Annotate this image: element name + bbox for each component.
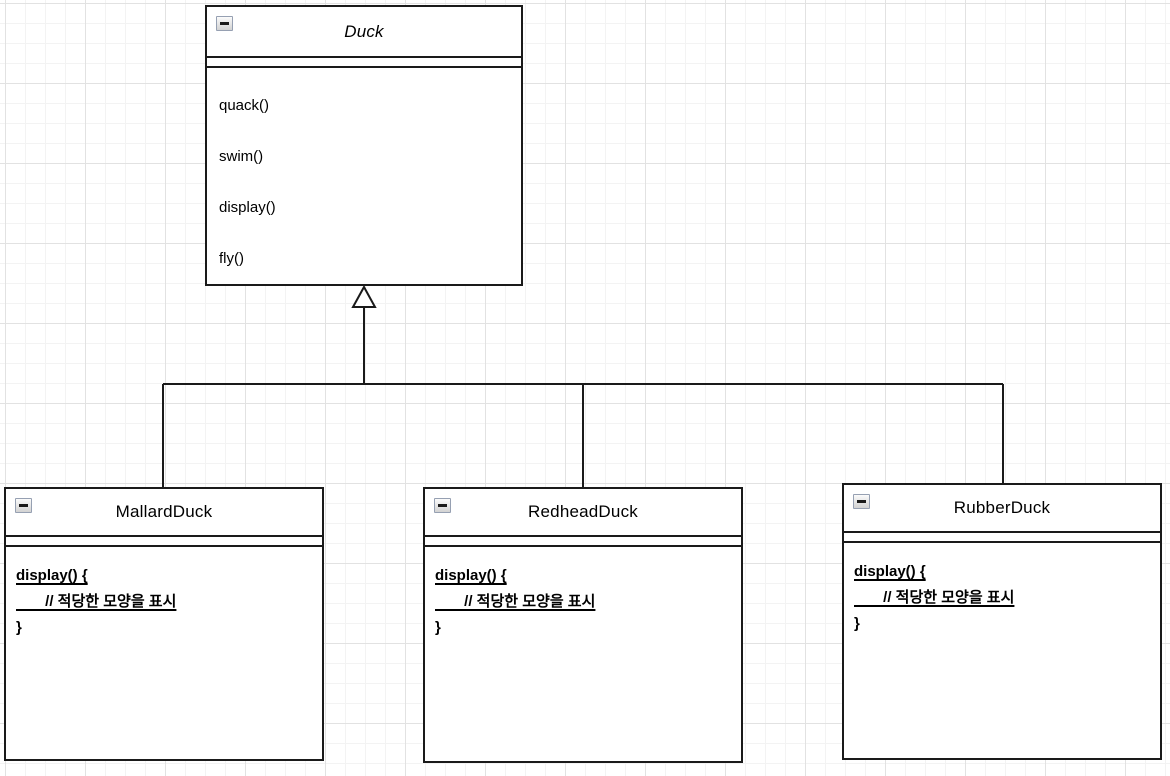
class-name-duck: Duck xyxy=(344,21,384,41)
code-line: } xyxy=(435,619,441,636)
rubberduck-attribute-section xyxy=(844,533,1160,543)
duck-attribute-section xyxy=(207,58,521,68)
collapse-button[interactable] xyxy=(15,498,32,513)
mallardduck-attribute-section xyxy=(6,537,322,547)
minus-icon xyxy=(438,504,447,507)
class-box-mallardduck[interactable]: MallardDuck display() { // 적당한 모양을 표시 } xyxy=(4,487,324,761)
rubberduck-title-bar: RubberDuck xyxy=(844,485,1160,533)
class-name-mallardduck: MallardDuck xyxy=(115,502,213,521)
collapse-button[interactable] xyxy=(216,16,233,31)
mallardduck-method-section: display() { // 적당한 모양을 표시 } xyxy=(6,547,322,641)
class-name-rubberduck: RubberDuck xyxy=(953,498,1051,517)
code-line: } xyxy=(854,615,860,632)
minus-icon xyxy=(220,22,229,25)
duck-method-section: quack() swim() display() fly() xyxy=(207,68,521,284)
code-line: display() { xyxy=(435,567,507,584)
redheadduck-title-bar: RedheadDuck xyxy=(425,489,741,537)
method-swim: swim() xyxy=(219,148,264,165)
code-line: // 적당한 모양을 표시 xyxy=(16,593,177,610)
redheadduck-method-section: display() { // 적당한 모양을 표시 } xyxy=(425,547,741,641)
duck-title-bar: Duck xyxy=(207,7,521,58)
method-fly: fly() xyxy=(219,250,244,267)
class-box-redheadduck[interactable]: RedheadDuck display() { // 적당한 모양을 표시 } xyxy=(423,487,743,763)
mallardduck-title-bar: MallardDuck xyxy=(6,489,322,537)
class-name-redheadduck: RedheadDuck xyxy=(528,502,638,521)
method-quack: quack() xyxy=(219,97,270,114)
code-line: // 적당한 모양을 표시 xyxy=(435,593,596,610)
minus-icon xyxy=(19,504,28,507)
collapse-button[interactable] xyxy=(434,498,451,513)
generalization-triangle-icon xyxy=(351,284,377,308)
code-line: display() { xyxy=(16,567,88,584)
method-display: display() xyxy=(219,199,276,216)
code-line: display() { xyxy=(854,563,926,580)
collapse-button[interactable] xyxy=(853,494,870,509)
code-line: // 적당한 모양을 표시 xyxy=(854,589,1015,606)
minus-icon xyxy=(857,500,866,503)
class-box-rubberduck[interactable]: RubberDuck display() { // 적당한 모양을 표시 } xyxy=(842,483,1162,760)
rubberduck-method-section: display() { // 적당한 모양을 표시 } xyxy=(844,543,1160,637)
class-box-duck[interactable]: Duck quack() swim() display() fly() xyxy=(205,5,523,286)
redheadduck-attribute-section xyxy=(425,537,741,547)
code-line: } xyxy=(16,619,22,636)
